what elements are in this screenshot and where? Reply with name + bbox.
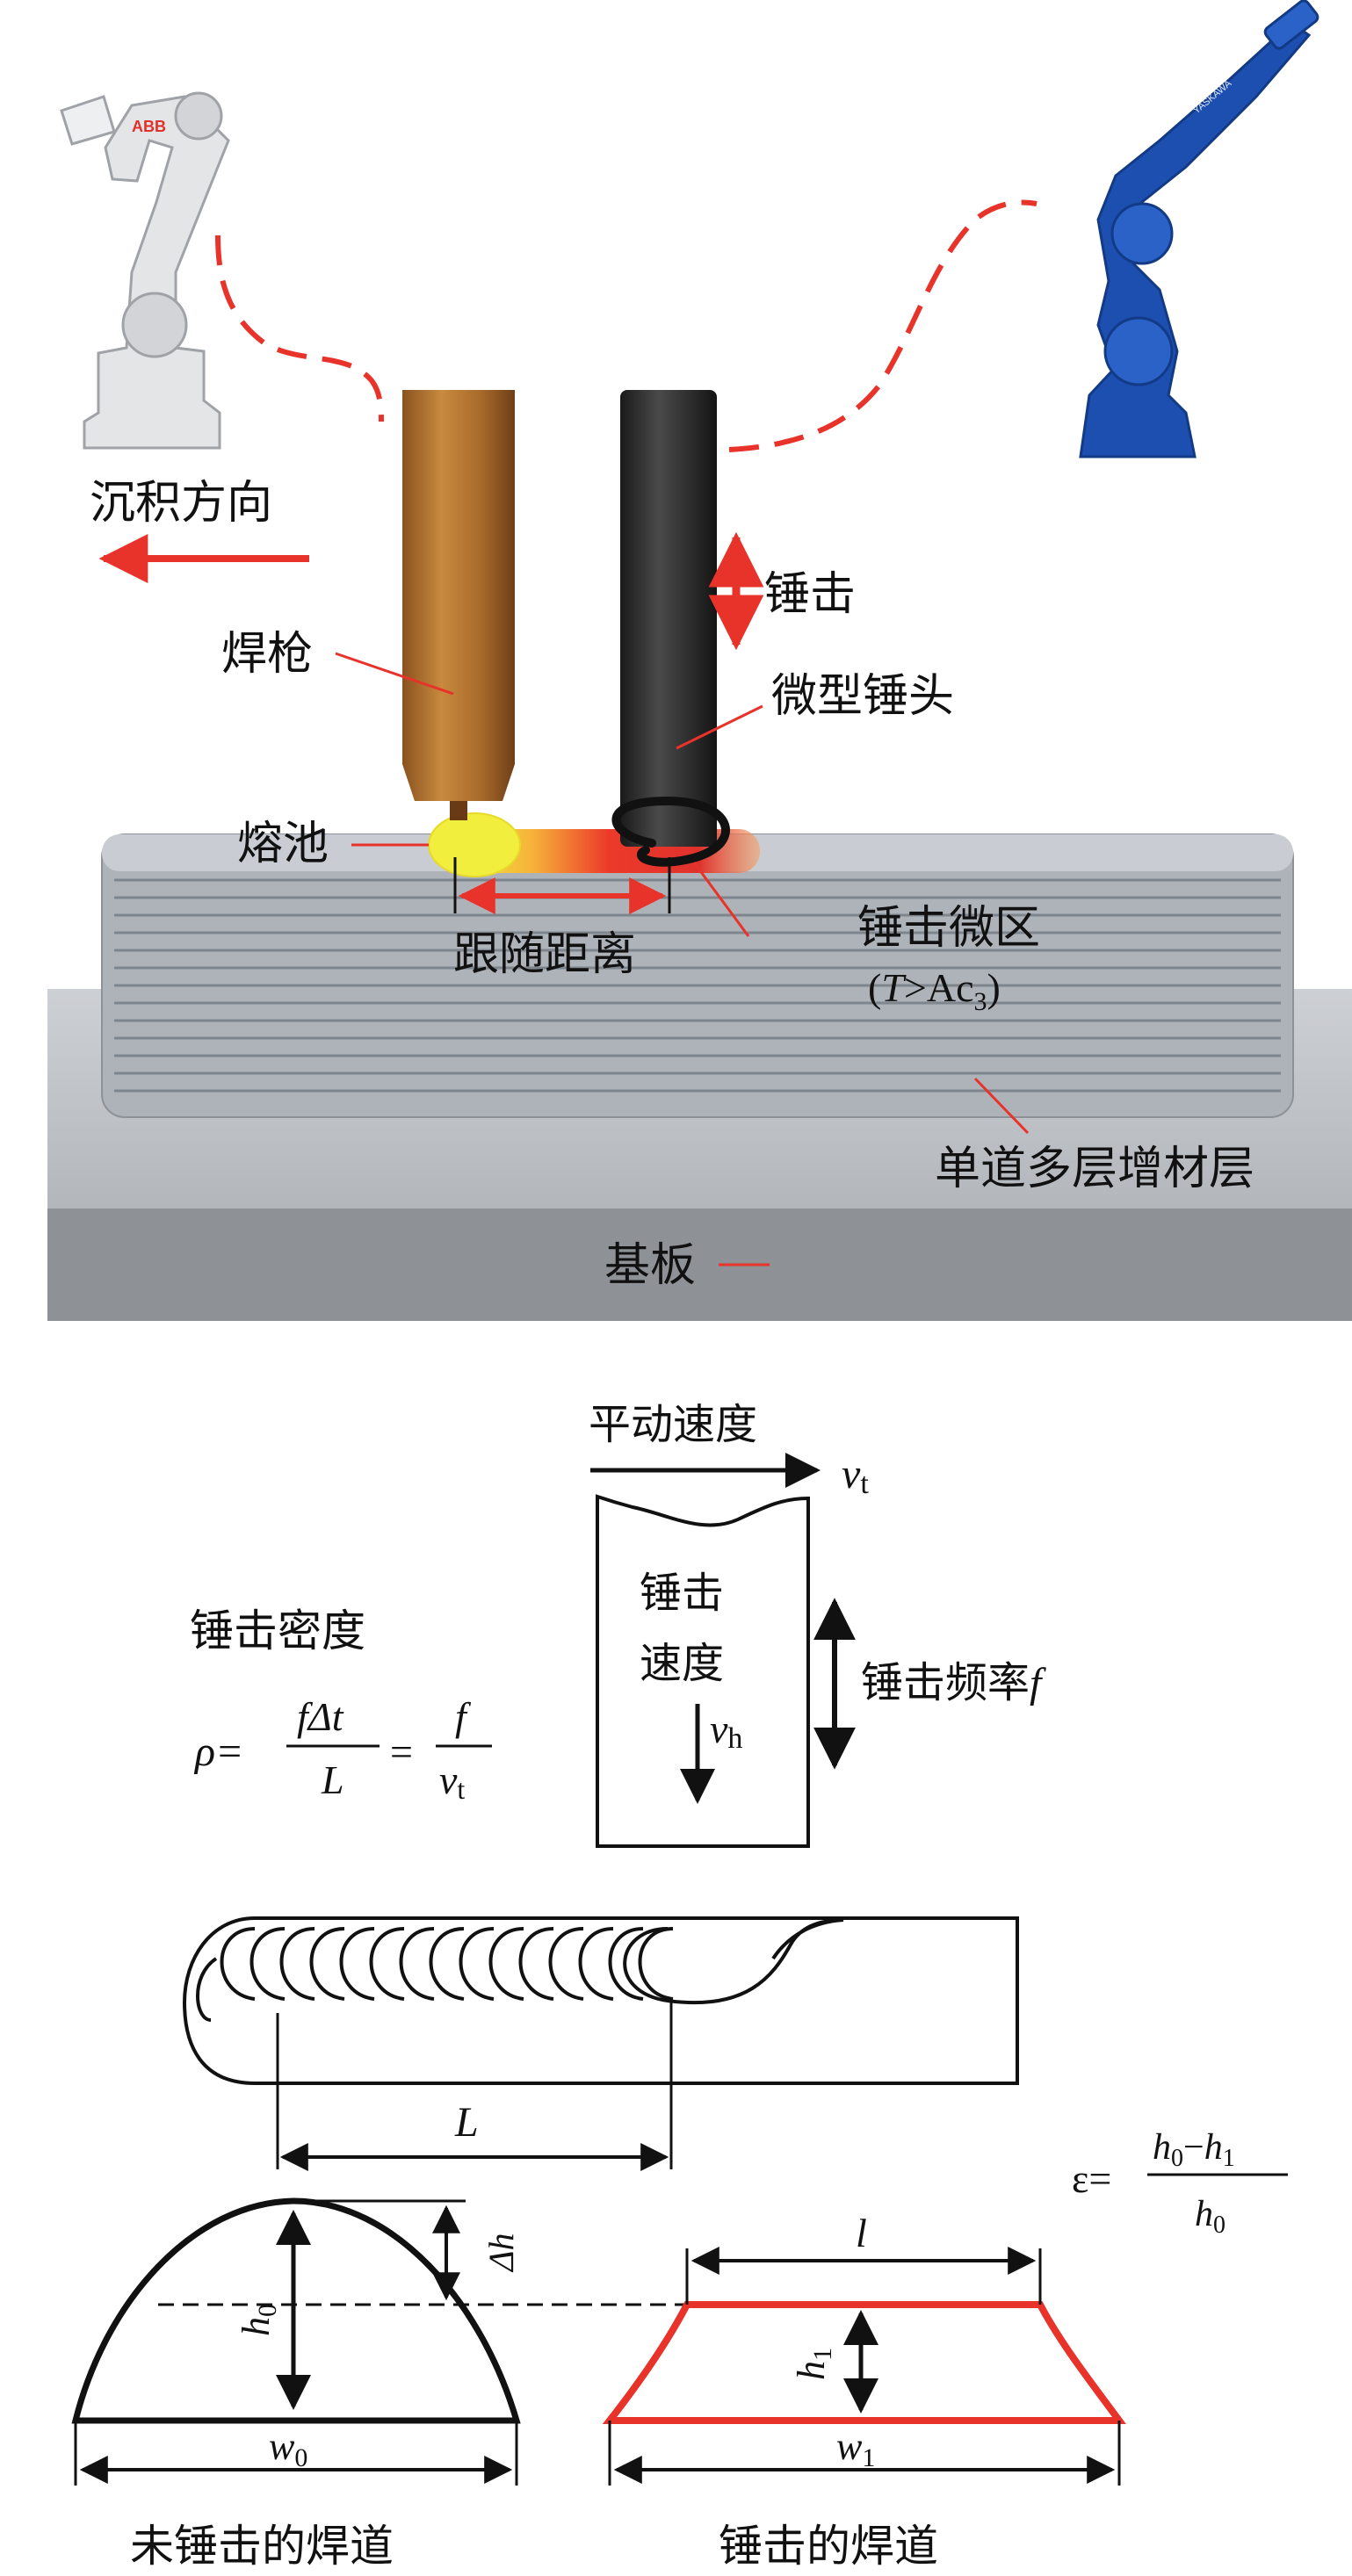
hammered-profile [602, 2301, 1126, 2424]
hammer-action-label: 锤击 [764, 568, 856, 621]
svg-text:h0−h1: h0−h1 [1153, 2127, 1235, 2172]
deposition-direction-label: 沉积方向 [90, 477, 272, 530]
svg-text:vt: vt [439, 1757, 465, 1805]
hammer-impact-arc [399, 1927, 435, 2001]
hammered-caption: 锤击的焊道 [719, 2521, 938, 2572]
hammer-impact-arc [309, 1927, 345, 2001]
hammer-impact-arc [369, 1927, 405, 2001]
abb-logo: ABB [132, 118, 166, 135]
unhammered-caption: 未锤击的焊道 [130, 2521, 394, 2572]
micro-hammer-label: 微型锤头 [771, 670, 954, 723]
base-plate [47, 1209, 1352, 1321]
hammered-height: h1 [790, 2348, 837, 2380]
hammer-speed-label-line1: 锤击 [640, 1569, 724, 1618]
svg-text:ε=: ε= [1072, 2156, 1111, 2201]
length-symbol: L [454, 2099, 479, 2146]
deposit-layers-label: 单道多层增材层 [935, 1143, 1254, 1195]
micro-hammer [620, 390, 717, 847]
unhammered-profile [71, 2197, 521, 2424]
hammer-impact-arc [638, 1927, 674, 2001]
strain-formula: ε= h0−h1 h0 [1072, 2127, 1288, 2239]
torch-cable [215, 235, 384, 422]
travel-speed-label: 平动速度 [589, 1400, 757, 1449]
bottom-panel: L ε= h0−h1 h0 h0 Δh w0 未锤击的焊道 [71, 1916, 1288, 2572]
multilayer-deposit [101, 833, 1294, 1118]
hammer-impact-arc [249, 1927, 286, 2001]
hammering-zone-label: 锤击微区 [857, 902, 1040, 955]
hammer-impact-arc [518, 1927, 554, 2001]
top-panel: ABB YASKAWA 沉积方向 锤击 焊枪 微型锤头 熔池 跟随距离 [47, 0, 1352, 1321]
hammer-impact-arc [459, 1927, 495, 2001]
svg-text:h0: h0 [1195, 2194, 1225, 2239]
substrate-label: 基板 [604, 1239, 696, 1292]
hammer-impact-arc [429, 1927, 465, 2001]
molten-pool [428, 812, 521, 877]
hammer-impact-arc [339, 1927, 375, 2001]
svg-text:L: L [321, 1757, 344, 1802]
hammered-bead: l h1 w1 锤击的焊道 [602, 2211, 1126, 2572]
svg-text:=: = [390, 1729, 413, 1774]
svg-text:fΔt: fΔt [297, 1694, 344, 1739]
molten-pool-label: 熔池 [237, 818, 329, 870]
density-formula: ρ= fΔt L = f vt [193, 1694, 492, 1805]
welding-torch [402, 390, 515, 820]
hammer-sketch [596, 1494, 810, 1848]
hammer-speed-label-line2: 速度 [640, 1639, 724, 1688]
delta-h-label: Δh [481, 2233, 521, 2273]
svg-text:f: f [455, 1694, 472, 1739]
follow-distance-label: 跟随距离 [453, 928, 636, 981]
hammer-density-label: 锤击密度 [190, 1605, 365, 1656]
hammer-leader [676, 704, 763, 750]
unhammered-height: h0 [235, 2304, 282, 2336]
travel-speed-symbol: vt [842, 1451, 869, 1500]
unhammered-bead: h0 Δh w0 未锤击的焊道 [71, 2197, 685, 2572]
hammer-impact-arc [578, 1927, 614, 2001]
welding-torch-label: 焊枪 [221, 628, 313, 681]
abb-robot-icon: ABB [60, 91, 230, 450]
weld-bead-sketch [182, 1916, 1019, 2085]
hammer-impact-arc [608, 1927, 644, 2001]
zone-leader [692, 862, 750, 937]
middle-panel: 平动速度 vt 锤击 速度 vh 锤击频率f 锤击密度 ρ= fΔt L = f… [190, 1400, 1046, 1848]
hammer-cable [728, 199, 1037, 452]
hammer-loop-icon [611, 796, 730, 867]
svg-text:ρ=: ρ= [193, 1728, 243, 1775]
layers-leader [973, 1077, 1030, 1135]
hammer-impact-arc [488, 1927, 524, 2001]
unhammered-width: w0 [269, 2425, 307, 2472]
torch-leader [335, 652, 454, 696]
hammered-width: w1 [836, 2425, 875, 2472]
hammer-frequency-label: 锤击频率f [861, 1658, 1046, 1707]
top-width-label: l [856, 2211, 867, 2255]
hammer-impact-arc [220, 1927, 256, 2001]
hammer-impact-arc [279, 1927, 315, 2001]
hammer-impact-arc [548, 1927, 584, 2001]
hammer-speed-symbol: vh [710, 1707, 742, 1755]
blue-robot-icon: YASKAWA [1079, 0, 1319, 458]
